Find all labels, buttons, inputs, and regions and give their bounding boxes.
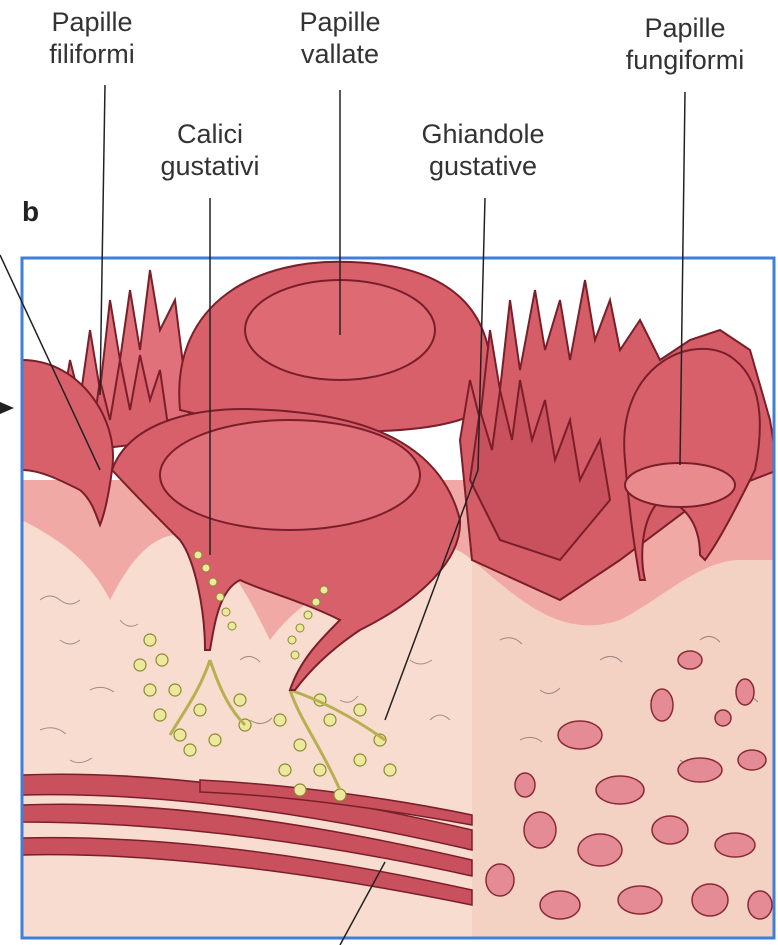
fungiform-papilla-cap	[625, 463, 735, 507]
vallate-papilla-front-top	[160, 420, 420, 530]
arrowhead-left	[0, 402, 14, 414]
